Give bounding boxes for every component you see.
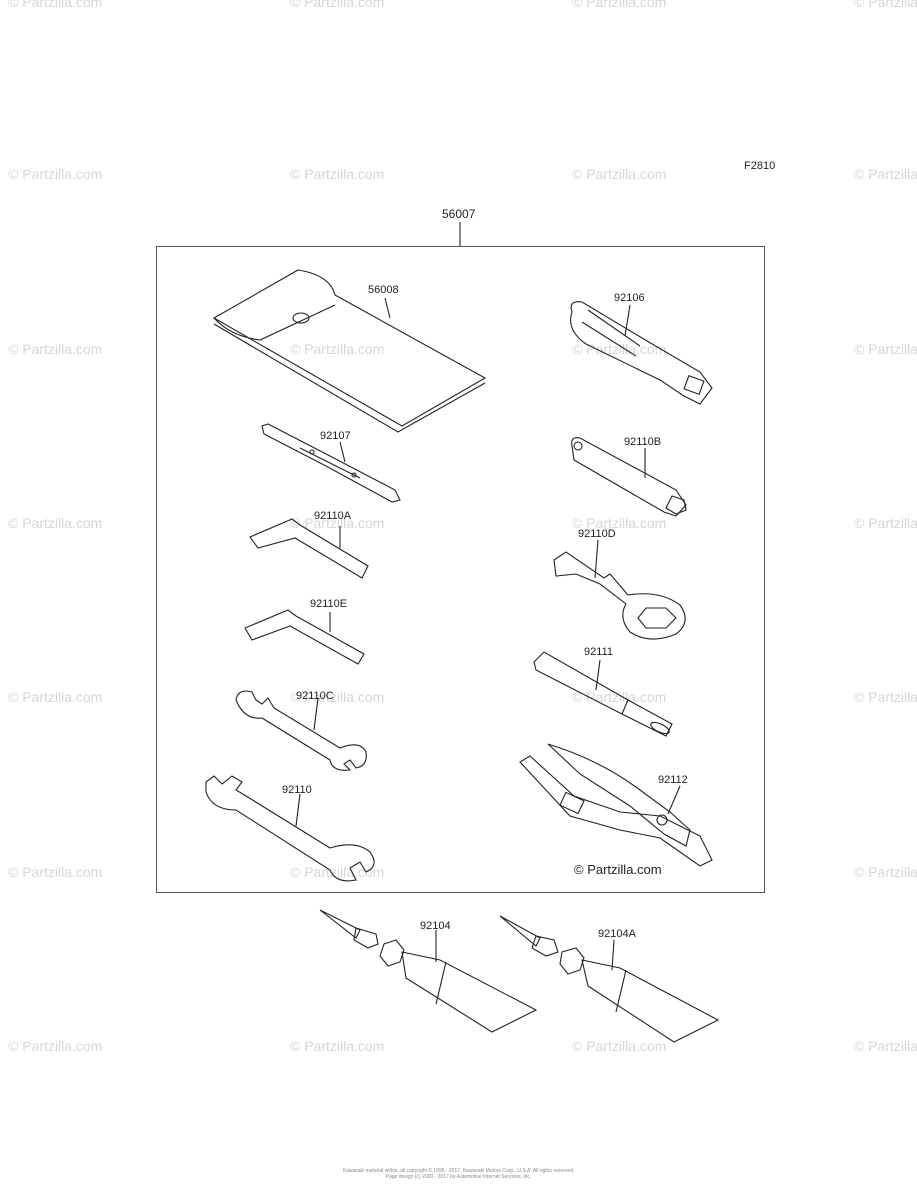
part-label-wrench-c[interactable]: 92110C [296, 690, 334, 702]
watermark: © Partzilla.com [572, 515, 667, 531]
pouch-drawing [212, 269, 487, 433]
copyright-text: © Partzilla.com [574, 862, 662, 877]
pliers-drawing [519, 743, 713, 867]
hex-wrench-a-drawing [249, 518, 369, 579]
watermark: © Partzilla.com [572, 341, 667, 357]
watermark: © Partzilla.com [8, 166, 103, 182]
watermark: © Partzilla.com [8, 1038, 103, 1054]
watermark: © Partzilla.com [854, 341, 917, 357]
part-label-spanner-d[interactable]: 92110D [578, 528, 616, 540]
tube-drawing [319, 909, 538, 1033]
watermark: © Partzilla.com [572, 1038, 667, 1054]
part-label-tube[interactable]: 92104 [420, 920, 451, 932]
part-label-pouch[interactable]: 56008 [368, 284, 399, 296]
part-label-wrench[interactable]: 92110 [282, 784, 312, 796]
wrench-drawing [205, 775, 375, 882]
watermark: © Partzilla.com [8, 864, 103, 880]
watermark: © Partzilla.com [290, 0, 385, 10]
spanner-d-drawing [553, 539, 686, 640]
watermark: © Partzilla.com [854, 166, 917, 182]
watermark: © Partzilla.com [290, 341, 385, 357]
watermark: © Partzilla.com [290, 515, 385, 531]
part-label-hex-wrench-a[interactable]: 92110A [314, 510, 352, 522]
watermark: © Partzilla.com [854, 864, 917, 880]
watermark: © Partzilla.com [854, 689, 917, 705]
part-label-hex-wrench-e[interactable]: 92110E [310, 598, 348, 610]
watermark: © Partzilla.com [8, 0, 103, 10]
part-label-pliers[interactable]: 92112 [658, 774, 688, 786]
tube-a-drawing [499, 915, 720, 1043]
part-label-handle-driver[interactable]: 92106 [614, 292, 645, 304]
part-label-tube-a[interactable]: 92104A [598, 928, 636, 940]
part-label-box-wrench-b[interactable]: 92110B [624, 436, 662, 448]
watermark: © Partzilla.com [854, 1038, 917, 1054]
watermark: © Partzilla.com [8, 689, 103, 705]
footer: Kawasaki material within, all copyright … [0, 1168, 917, 1180]
tool-kit-box [156, 246, 765, 893]
watermark: © Partzilla.com [572, 0, 667, 10]
hex-wrench-e-drawing [244, 609, 365, 665]
watermark: © Partzilla.com [854, 0, 917, 10]
screwdriver-drawing [261, 423, 401, 503]
watermark: © Partzilla.com [854, 515, 917, 531]
watermark: © Partzilla.com [8, 341, 103, 357]
watermark: © Partzilla.com [572, 166, 667, 182]
watermark: © Partzilla.com [290, 864, 385, 880]
part-label-screwdriver[interactable]: 92107 [320, 430, 351, 442]
part-label-kit[interactable]: 56007 [442, 207, 476, 221]
bar-tool-drawing [533, 651, 673, 737]
watermark: © Partzilla.com [8, 515, 103, 531]
watermark: © Partzilla.com [290, 689, 385, 705]
watermark: © Partzilla.com [290, 166, 385, 182]
wrench-c-drawing [235, 690, 367, 771]
figure-code: F2810 [744, 160, 776, 172]
handle-driver-drawing [570, 301, 713, 405]
watermark: © Partzilla.com [290, 1038, 385, 1054]
footer-line-2: Page design (c) 2009 - 2017 by Automotiv… [385, 1174, 532, 1180]
part-label-bar-tool[interactable]: 92111 [584, 646, 613, 658]
footer-line-1: Kawasaki material within, all copyright … [342, 1168, 575, 1174]
box-wrench-b-drawing [571, 437, 687, 517]
